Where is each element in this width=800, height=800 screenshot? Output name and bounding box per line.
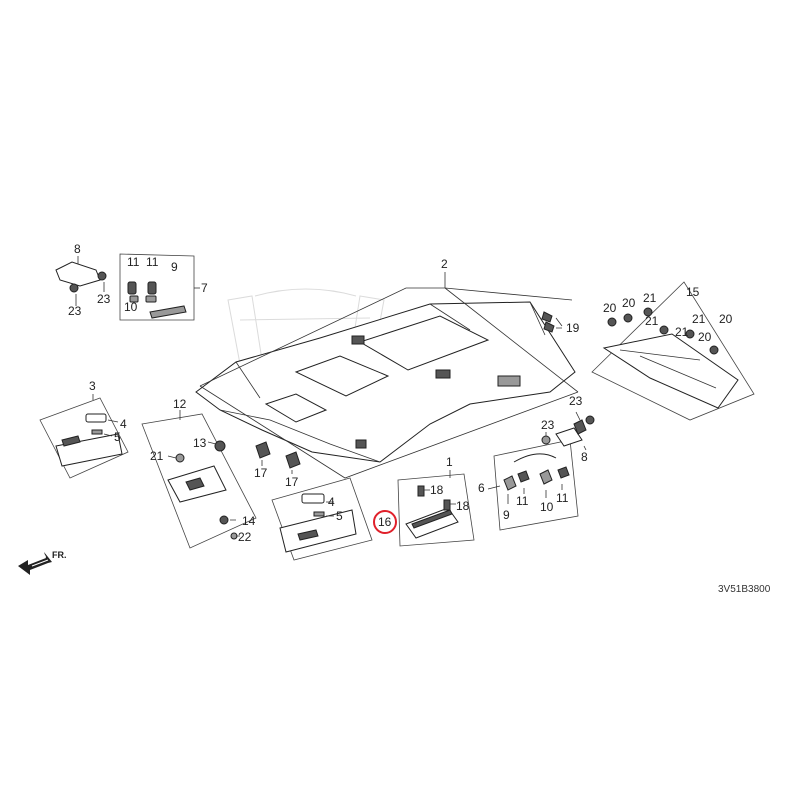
callout-20b: 20 bbox=[622, 296, 636, 310]
callout-6: 6 bbox=[478, 481, 485, 495]
callout-19: 19 bbox=[566, 321, 580, 335]
callout-21b: 21 bbox=[675, 325, 689, 339]
callout-13: 13 bbox=[193, 436, 207, 450]
group-12-frame bbox=[141, 413, 257, 549]
callout-12: 12 bbox=[173, 397, 187, 411]
sun-visor-right bbox=[279, 493, 357, 553]
callout-21d: 21 bbox=[150, 449, 164, 463]
callout-23a: 23 bbox=[97, 292, 111, 306]
group-1-frame bbox=[397, 473, 475, 547]
callout-5a: 5 bbox=[114, 430, 121, 444]
bracket-8-rear bbox=[541, 415, 595, 447]
callout-9b: 9 bbox=[503, 508, 510, 522]
clip-17 bbox=[255, 441, 301, 469]
callout-11d: 11 bbox=[556, 491, 569, 505]
bulb-set-7 bbox=[127, 281, 187, 319]
callout-11a: 11 bbox=[127, 255, 140, 269]
callout-23c: 23 bbox=[541, 418, 555, 432]
front-label: FR. bbox=[52, 550, 67, 560]
callout-8b: 8 bbox=[581, 450, 588, 464]
callout-20c: 20 bbox=[698, 330, 712, 344]
callout-5b: 5 bbox=[336, 509, 343, 523]
callout-2: 2 bbox=[441, 257, 448, 271]
callouts: 1 2 3 4 5 4 5 6 7 8 8 9 9 10 10 11 11 11… bbox=[68, 242, 733, 544]
callout-3: 3 bbox=[89, 379, 96, 393]
group-7-frame bbox=[119, 253, 195, 321]
callout-18a: 18 bbox=[430, 483, 444, 497]
rear-panel-15 bbox=[602, 307, 739, 409]
callout-14: 14 bbox=[242, 514, 256, 528]
callout-18b: 18 bbox=[456, 499, 470, 513]
callout-8a: 8 bbox=[74, 242, 81, 256]
highlight-circle bbox=[373, 510, 397, 534]
map-light-12 bbox=[167, 440, 238, 540]
callout-16: 16 bbox=[378, 515, 392, 529]
sun-visor-left bbox=[55, 413, 123, 467]
arrow-left-down-icon bbox=[18, 552, 52, 575]
callout-9a: 9 bbox=[171, 260, 178, 274]
group-15-frame bbox=[591, 281, 755, 421]
callout-17a: 17 bbox=[254, 466, 268, 480]
grab-handle-6 bbox=[503, 453, 570, 491]
clip-19 bbox=[541, 311, 563, 333]
callout-10b: 10 bbox=[540, 500, 554, 514]
callout-21e: 21 bbox=[645, 314, 659, 328]
callout-23d: 23 bbox=[569, 394, 583, 408]
callout-4b: 4 bbox=[328, 495, 335, 509]
callout-1: 1 bbox=[446, 455, 453, 469]
callout-21c: 21 bbox=[692, 312, 706, 326]
callout-17b: 17 bbox=[285, 475, 299, 489]
callout-7: 7 bbox=[201, 281, 208, 295]
callout-10a: 10 bbox=[124, 300, 138, 314]
callout-11c: 11 bbox=[516, 494, 529, 508]
callout-23b: 23 bbox=[68, 304, 82, 318]
group-6-frame bbox=[493, 439, 579, 531]
callout-21a: 21 bbox=[643, 291, 657, 305]
callout-11b: 11 bbox=[146, 255, 159, 269]
callout-4a: 4 bbox=[120, 417, 127, 431]
callout-20a: 20 bbox=[603, 301, 617, 315]
callout-20d: 20 bbox=[719, 312, 733, 326]
diagram-code: 3V51B3800 bbox=[718, 584, 771, 595]
bracket-8-front bbox=[55, 261, 107, 293]
grab-handle-16 bbox=[405, 485, 459, 539]
callout-22: 22 bbox=[238, 530, 252, 544]
headliner bbox=[195, 301, 576, 463]
callout-15: 15 bbox=[686, 285, 700, 299]
